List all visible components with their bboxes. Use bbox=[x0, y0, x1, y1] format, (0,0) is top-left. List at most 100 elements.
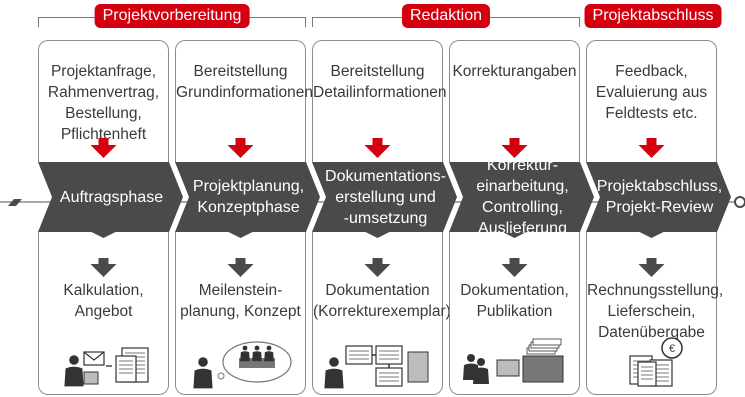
phase-step-line: Dokumentations- bbox=[325, 167, 446, 185]
output-text-line: Lieferschein, bbox=[607, 303, 696, 320]
phase-step-line: Konzeptphase bbox=[197, 199, 300, 216]
output-box: Kalkulation,Angebot bbox=[38, 232, 169, 395]
input-text-line: Korrekturangaben bbox=[452, 63, 577, 80]
phase-step-text: Korrektur-einarbeitung,Controlling,Ausli… bbox=[476, 155, 569, 239]
chevron-notch bbox=[639, 232, 664, 238]
start-marker bbox=[8, 199, 22, 206]
person-head bbox=[254, 345, 260, 351]
input-box: Korrekturangaben bbox=[449, 40, 580, 162]
process-chevron bbox=[449, 162, 594, 232]
input-text-line: Detailinformationen bbox=[313, 84, 447, 101]
output-text: Rechnungsstellung,Lieferschein,Datenüber… bbox=[587, 280, 724, 343]
chevron-notch bbox=[228, 232, 253, 238]
icon-group bbox=[193, 341, 292, 389]
phase-step-text: Auftragsphase bbox=[60, 187, 163, 208]
order-documents-icon bbox=[64, 347, 149, 387]
input-text: Korrekturangaben bbox=[450, 61, 579, 82]
person-body bbox=[473, 367, 489, 384]
input-text-line: Evaluierung aus bbox=[595, 84, 708, 101]
output-text-line: Kalkulation, bbox=[63, 282, 144, 299]
meeting-table bbox=[239, 358, 275, 368]
phase-header-closing: Projektabschluss bbox=[584, 4, 722, 30]
output-text-line: Rechnungsstellung, bbox=[587, 282, 724, 299]
column-graphics bbox=[175, 138, 320, 389]
person-body bbox=[324, 368, 344, 389]
chevron-notch bbox=[91, 232, 116, 238]
input-text-line: Projektanfrage, bbox=[50, 63, 157, 80]
phase-header-preparation: Projektvorbereitung bbox=[38, 4, 306, 30]
column-graphics bbox=[449, 138, 594, 384]
process-chevron bbox=[175, 162, 320, 232]
input-text-line: Bereitstellung bbox=[193, 63, 288, 80]
icon-group: € bbox=[629, 337, 683, 387]
calculator bbox=[83, 371, 99, 385]
phase-step-line: Projektabschluss, bbox=[596, 178, 723, 195]
bubble-dot bbox=[217, 372, 225, 380]
person-body bbox=[264, 351, 274, 362]
person-head bbox=[467, 354, 475, 362]
documentation-workflow-icon bbox=[324, 345, 429, 389]
input-text-line: Feldtests etc. bbox=[605, 105, 698, 122]
phase-step-line: Projektplanung, bbox=[192, 178, 305, 195]
dark-down-arrow bbox=[501, 258, 528, 277]
output-text-line: planung, Konzept bbox=[180, 303, 301, 320]
output-text-line: Meilenstein- bbox=[198, 282, 283, 299]
envelope-flap bbox=[83, 351, 105, 361]
paper-stack bbox=[532, 338, 562, 346]
output-text: Dokumentation, Publikation bbox=[450, 280, 579, 322]
dark-down-arrow bbox=[90, 258, 117, 277]
phase-step-text: Projektabschluss,Projekt-Review bbox=[597, 176, 722, 218]
process-chevron bbox=[586, 162, 731, 232]
output-box: Dokumentation (Korrekturexemplar) bbox=[312, 232, 451, 395]
person-body bbox=[64, 366, 84, 387]
person-body bbox=[240, 351, 250, 362]
red-down-arrow bbox=[227, 138, 254, 158]
icon-group bbox=[64, 347, 149, 387]
output-text-line: Publikation bbox=[476, 303, 553, 320]
phase-step-label: Dokumentations-erstellung und -umsetzung bbox=[320, 162, 451, 232]
output-text-line: Dokumentation, bbox=[460, 282, 569, 299]
phase-step-line: Auftragsphase bbox=[59, 188, 164, 206]
output-text: Meilenstein-planung, Konzept bbox=[176, 280, 305, 322]
input-text-line: Grundinformationen bbox=[176, 84, 313, 101]
chevron-notch bbox=[365, 232, 390, 238]
input-text-line: Bereitstellung bbox=[330, 63, 425, 80]
coin bbox=[661, 337, 683, 359]
output-box: Rechnungsstellung,Lieferschein,Datenüber… bbox=[586, 232, 724, 395]
dark-down-arrow bbox=[227, 258, 254, 277]
icon-group bbox=[463, 338, 564, 384]
person-head bbox=[266, 345, 272, 351]
person-head bbox=[329, 357, 339, 367]
phase-step-line: -umsetzung bbox=[343, 209, 428, 227]
phase-step-line: einarbeitung, bbox=[476, 178, 569, 195]
invoice-documents-icon: € bbox=[629, 337, 683, 387]
output-box: Dokumentation, Publikation bbox=[449, 232, 580, 395]
euro-symbol: € bbox=[669, 343, 675, 355]
printer bbox=[522, 355, 564, 383]
output-text: Kalkulation,Angebot bbox=[39, 280, 168, 322]
output-text-line: (Korrekturexemplar) bbox=[313, 303, 451, 320]
input-text-line: Feedback, bbox=[615, 63, 688, 80]
phase-step-label: Korrektur-einarbeitung,Controlling,Ausli… bbox=[457, 157, 588, 237]
phase-step-line: Auslieferung bbox=[478, 220, 567, 237]
output-text-line: Dokumentation bbox=[325, 282, 430, 299]
phase-step-label: Projektabschluss,Projekt-Review bbox=[594, 162, 725, 232]
phase-step-label: Projektplanung, Konzeptphase bbox=[183, 162, 314, 232]
chevron-notch bbox=[502, 232, 527, 238]
phase-step-line: Korrektur- bbox=[486, 157, 559, 174]
red-down-arrow bbox=[90, 138, 117, 158]
document-sheet bbox=[637, 361, 657, 387]
input-box: Projektanfrage,Rahmenvertrag,Bestellung,… bbox=[38, 40, 169, 162]
person-head bbox=[198, 357, 208, 367]
phase-label: Projektvorbereitung bbox=[94, 4, 250, 28]
screen bbox=[407, 351, 429, 383]
phase-step-line: erstellung und bbox=[335, 188, 436, 206]
